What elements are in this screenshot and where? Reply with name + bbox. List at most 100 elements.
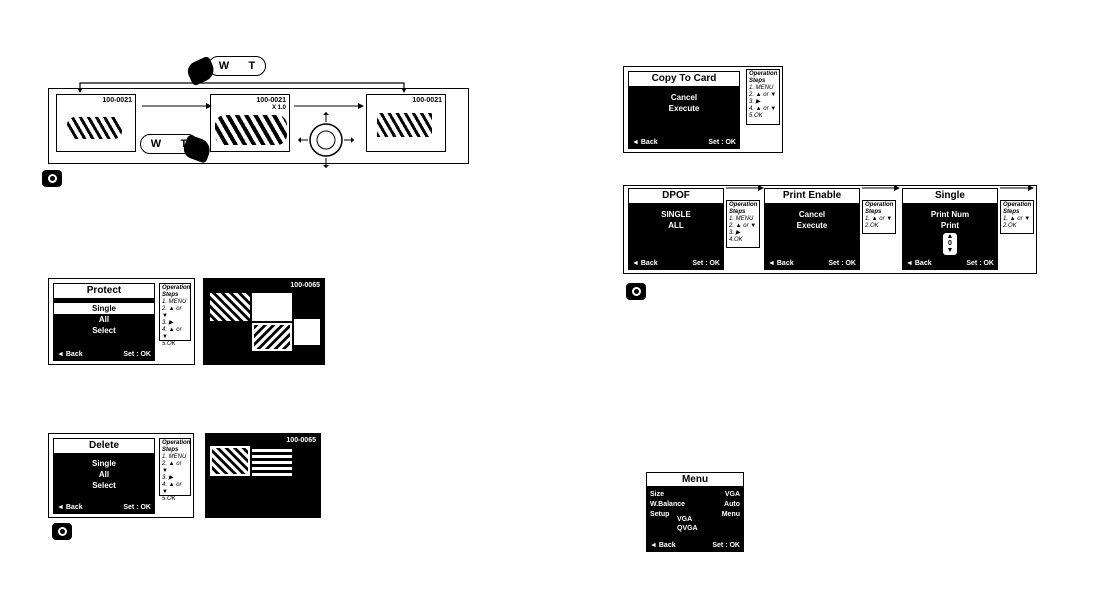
protect-panel: Protect Single All Select ◄ Back Set : O… bbox=[48, 278, 195, 365]
delete-item-all[interactable]: All bbox=[98, 470, 110, 479]
camera-note-icon-3 bbox=[626, 283, 646, 300]
menu-size-dropdown[interactable]: VGA QVGA bbox=[677, 515, 698, 533]
delete-back[interactable]: ◄ Back bbox=[57, 504, 83, 511]
protect-title: Protect bbox=[54, 284, 154, 300]
frame-3-image bbox=[377, 113, 432, 137]
copy-ops: Operation Steps 1. MENU 2. ▲ or ▼ 3. ▶ 4… bbox=[746, 69, 780, 125]
delete-footer: ◄ Back Set : OK bbox=[57, 504, 151, 511]
menu-set: Set : OK bbox=[712, 542, 740, 549]
print-enable-ops-title: Operation Steps bbox=[865, 202, 894, 215]
dpof-flow-arrows bbox=[726, 185, 1034, 191]
copy-ops-title: Operation Steps bbox=[749, 71, 778, 84]
print-enable-back[interactable]: ◄ Back bbox=[768, 260, 794, 267]
delete-ops: Operation Steps 1. MENU 2. ▲ or ▼ 3. ▶ 4… bbox=[159, 438, 191, 502]
copy-back[interactable]: ◄ Back bbox=[632, 139, 658, 146]
protect-ops-title: Operation Steps bbox=[162, 285, 191, 298]
print-enable-item-execute[interactable]: Execute bbox=[796, 221, 828, 230]
frame-3-number: 100-0021 bbox=[412, 97, 442, 104]
protect-thumb-4 bbox=[294, 319, 320, 345]
menu-row-size[interactable]: Size VGA bbox=[650, 491, 740, 498]
frame-2-number: 100-0021 bbox=[256, 97, 286, 104]
flow-arrows bbox=[142, 103, 364, 109]
single-item-print: Print bbox=[940, 221, 960, 230]
camera-note-icon-2 bbox=[52, 523, 72, 540]
frame-2-image bbox=[215, 115, 287, 145]
playback-frame-3: 100-0021 bbox=[366, 94, 446, 152]
delete-item-select[interactable]: Select bbox=[92, 481, 116, 490]
protect-footer: ◄ Back Set : OK bbox=[57, 351, 151, 358]
counter-up-icon[interactable]: ▲ bbox=[946, 233, 954, 240]
protect-item-select[interactable]: Select bbox=[92, 326, 116, 335]
delete-title: Delete bbox=[54, 439, 154, 455]
dpof-ops-title: Operation Steps bbox=[729, 202, 758, 215]
delete-thumb-2 bbox=[252, 446, 292, 476]
print-enable-screen: Print Enable Cancel Execute ◄ Back Set :… bbox=[764, 188, 860, 270]
copy-set: Set : OK bbox=[708, 139, 736, 146]
zoom-t-label: T bbox=[248, 60, 256, 72]
dpof-screen: DPOF SINGLE ALL ◄ Back Set : OK bbox=[628, 188, 724, 270]
frame-1-number: 100-0021 bbox=[102, 97, 132, 104]
protect-item-single[interactable]: Single bbox=[54, 303, 154, 314]
copy-to-card-screen: Copy To Card Cancel Execute ◄ Back Set :… bbox=[628, 71, 740, 149]
copy-footer: ◄ Back Set : OK bbox=[632, 139, 736, 146]
menu-option-qvga[interactable]: QVGA bbox=[677, 525, 698, 532]
delete-screen: Delete Single All Select ◄ Back Set : OK bbox=[53, 438, 155, 514]
four-way-pad-icon bbox=[298, 112, 354, 168]
protect-thumb-3 bbox=[252, 323, 292, 351]
playback-frame-2: 100-0021 X 1.0 bbox=[210, 94, 290, 152]
frame-2-zoom: X 1.0 bbox=[271, 105, 286, 111]
dpof-back[interactable]: ◄ Back bbox=[632, 260, 658, 267]
protect-thumb-1 bbox=[210, 293, 250, 321]
dpof-item-all[interactable]: ALL bbox=[668, 221, 684, 230]
copy-to-card-panel: Copy To Card Cancel Execute ◄ Back Set :… bbox=[623, 66, 783, 153]
menu-row-setup[interactable]: Setup Menu bbox=[650, 511, 740, 518]
zoom-w-label: W bbox=[218, 60, 230, 72]
protect-thumbnail-screen: 100-0065 bbox=[203, 278, 325, 365]
menu-row-wbalance[interactable]: W.Balance Auto bbox=[650, 501, 740, 508]
playback-frame-1: 100-0021 bbox=[56, 94, 136, 152]
print-enable-set: Set : OK bbox=[828, 260, 856, 267]
menu-footer: ◄ Back Set : OK bbox=[650, 542, 740, 549]
copy-item-cancel[interactable]: Cancel bbox=[670, 93, 698, 102]
print-enable-footer: ◄ Back Set : OK bbox=[768, 260, 856, 267]
frame-1-image bbox=[67, 117, 122, 139]
single-item-print-num: Print Num bbox=[930, 210, 970, 219]
dpof-ops: Operation Steps 1. MENU 2. ▲ or ▼ 3. ▶ 4… bbox=[726, 200, 760, 248]
delete-thumbnail-screen: 100-0065 bbox=[205, 433, 321, 518]
protect-thumb-number: 100-0065 bbox=[290, 282, 320, 289]
menu-option-vga[interactable]: VGA bbox=[677, 516, 693, 523]
delete-set: Set : OK bbox=[123, 504, 151, 511]
single-ops-title: Operation Steps bbox=[1003, 202, 1032, 215]
single-back[interactable]: ◄ Back bbox=[906, 260, 932, 267]
menu-screen: Menu Size VGA W.Balance Auto Setup Menu … bbox=[646, 472, 744, 552]
print-enable-ops: Operation Steps 1. ▲ or ▼ 2.OK bbox=[862, 200, 896, 234]
zoom-button-top: W T bbox=[208, 56, 266, 76]
dpof-title: DPOF bbox=[629, 189, 723, 205]
print-enable-title: Print Enable bbox=[765, 189, 859, 205]
zoom-w-label-2: W bbox=[150, 138, 162, 150]
delete-ops-title: Operation Steps bbox=[162, 440, 191, 453]
delete-item-single[interactable]: Single bbox=[91, 459, 116, 468]
single-ops: Operation Steps 1. ▲ or ▼ 2.OK bbox=[1000, 200, 1034, 234]
menu-title: Menu bbox=[647, 473, 743, 488]
protect-back[interactable]: ◄ Back bbox=[57, 351, 83, 358]
single-counter[interactable]: ▲ 0 ▼ bbox=[943, 233, 957, 255]
copy-item-execute[interactable]: Execute bbox=[668, 104, 700, 113]
dpof-set: Set : OK bbox=[692, 260, 720, 267]
counter-down-icon[interactable]: ▼ bbox=[946, 247, 954, 254]
delete-panel: Delete Single All Select ◄ Back Set : OK… bbox=[48, 433, 194, 518]
protect-screen: Protect Single All Select ◄ Back Set : O… bbox=[53, 283, 155, 361]
protect-set: Set : OK bbox=[123, 351, 151, 358]
delete-thumb-1 bbox=[210, 446, 250, 476]
protect-thumb-2 bbox=[252, 293, 292, 321]
menu-back[interactable]: ◄ Back bbox=[650, 542, 676, 549]
dpof-footer: ◄ Back Set : OK bbox=[632, 260, 720, 267]
dpof-item-single[interactable]: SINGLE bbox=[661, 210, 691, 219]
single-title: Single bbox=[903, 189, 997, 205]
single-screen: Single Print Num Print ▲ 0 ▼ ◄ Back Set … bbox=[902, 188, 998, 270]
print-enable-item-cancel[interactable]: Cancel bbox=[798, 210, 826, 219]
protect-item-all[interactable]: All bbox=[98, 315, 110, 324]
single-footer: ◄ Back Set : OK bbox=[906, 260, 994, 267]
single-set: Set : OK bbox=[966, 260, 994, 267]
protect-ops: Operation Steps 1. MENU 2. ▲ or ▼ 3. ▶ 4… bbox=[159, 283, 191, 347]
